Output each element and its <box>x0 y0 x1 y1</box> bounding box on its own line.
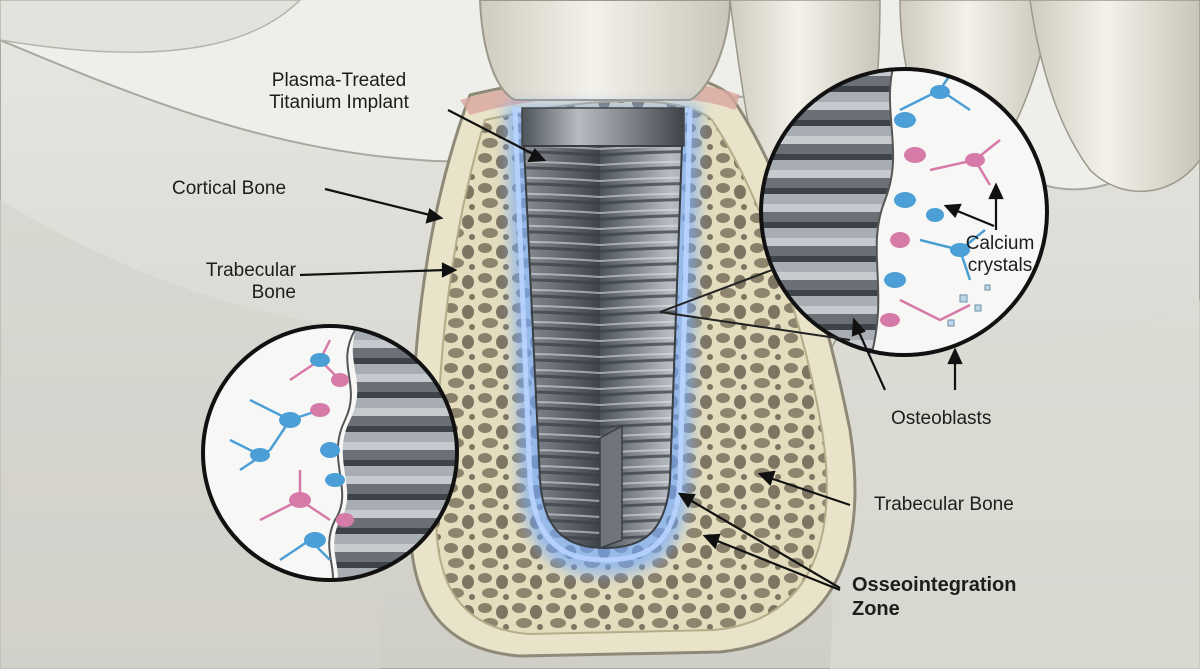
label-implant: Plasma-Treated Titanium Implant <box>248 70 430 114</box>
label-implant-line1: Plasma-Treated <box>271 70 407 91</box>
label-osseo-line1: Osseointegration <box>852 574 1017 596</box>
label-calcium-crystals: Calcium crystals <box>948 233 1052 277</box>
label-cortical-bone: Cortical Bone <box>172 178 287 199</box>
label-calcium-line2: crystals <box>967 255 1033 276</box>
label-trabecular-left-line1: Trabecular <box>205 260 296 281</box>
label-trabecular-right: Trabecular Bone <box>874 494 1014 515</box>
label-calcium-line1: Calcium <box>965 233 1035 254</box>
label-osseointegration: Osseointegration Zone <box>852 573 1016 621</box>
label-trabecular-left-line2: Bone <box>251 282 296 303</box>
label-osteoblasts: Osteoblasts <box>891 408 992 429</box>
label-osseo-line2: Zone <box>852 598 900 620</box>
label-implant-line2: Titanium Implant <box>269 92 409 113</box>
label-trabecular-left: Trabecular Bone <box>160 260 296 304</box>
